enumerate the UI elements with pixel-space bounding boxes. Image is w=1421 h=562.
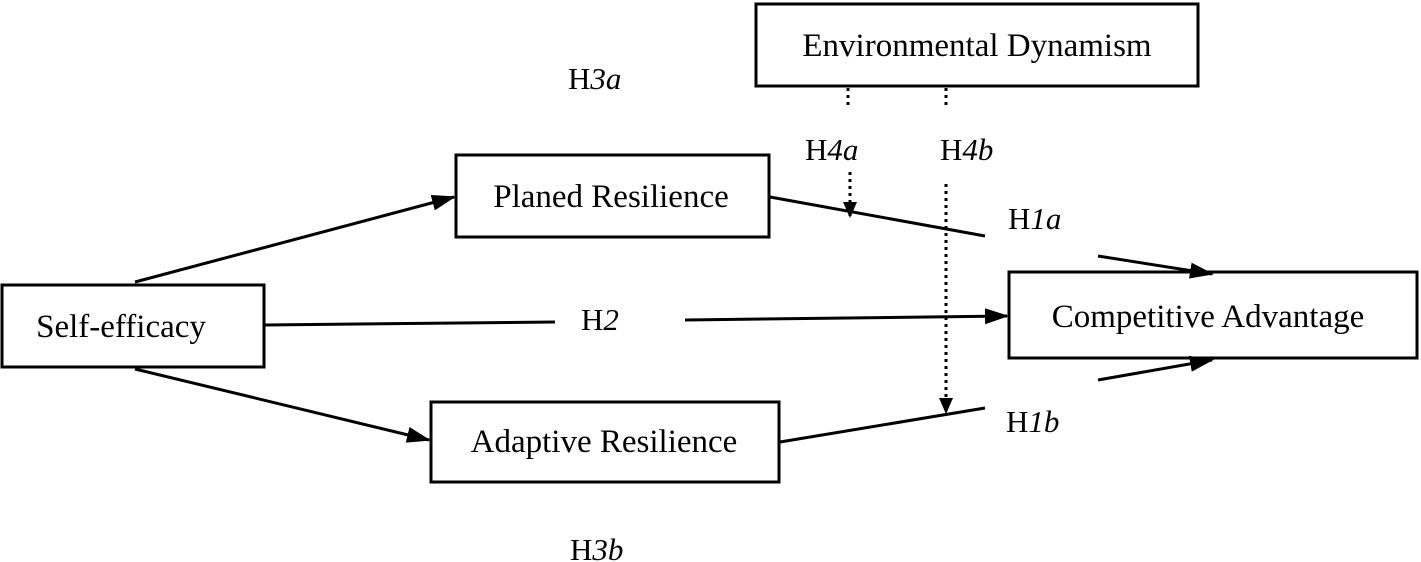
- hypothesis-h2-label: H2: [581, 302, 619, 337]
- planed-resilience-box: [454, 153, 771, 239]
- path-self-efficacy-to-adaptive-resilience: [134, 367, 431, 443]
- self-efficacy-box: [0, 283, 266, 369]
- adaptive-resilience-box: [429, 400, 781, 484]
- competitive-advantage-label: Competitive Advantage: [1052, 299, 1365, 335]
- path-h2-left-segment: [264, 320, 556, 327]
- path-h1a-arrow: [1097, 254, 1214, 279]
- path-self-efficacy-to-planed-resilience: [134, 194, 456, 284]
- path-h1b-arrow: [1097, 355, 1214, 382]
- adaptive-resilience-label: Adaptive Resilience: [471, 424, 738, 460]
- hypothesis-h3a-label: H3a: [568, 61, 621, 96]
- planed-resilience-label: Planed Resilience: [493, 179, 729, 215]
- hypothesis-h1b-label: H1b: [1006, 404, 1059, 439]
- path-planed-resilience-segment: [769, 195, 986, 238]
- hypothesis-h1a-label: H1a: [1008, 201, 1061, 236]
- path-adaptive-resilience-segment: [779, 406, 986, 444]
- environmental-dynamism-box: [754, 2, 1200, 88]
- competitive-advantage-box: [1007, 270, 1419, 360]
- hypothesis-h4a-label: H4a: [805, 132, 858, 167]
- hypothesis-h4b-label: H4b: [940, 132, 993, 167]
- hypothesis-h3b-label: H3b: [570, 532, 623, 562]
- path-h2-right-segment: [684, 308, 1009, 325]
- environmental-dynamism-label: Environmental Dynamism: [802, 28, 1152, 64]
- self-efficacy-label: Self-efficacy: [36, 309, 206, 345]
